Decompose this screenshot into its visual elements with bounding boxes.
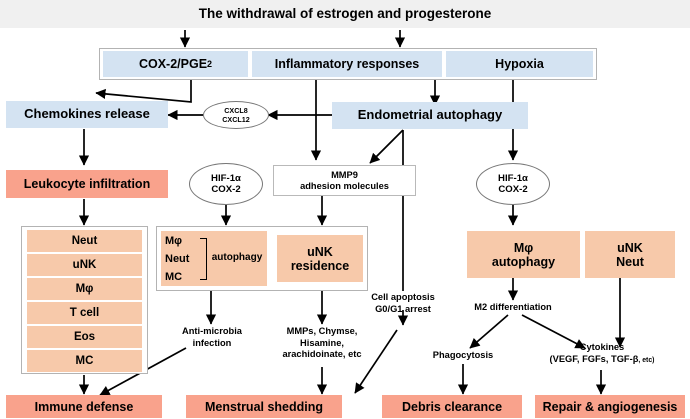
node-unk-residence: uNK residence (277, 235, 363, 282)
node-unk-neut: uNK Neut (585, 231, 675, 278)
cell-list-item: T cell (27, 302, 142, 324)
unk-neut-line1: uNK (617, 240, 643, 255)
autophagy-cell-block (161, 231, 267, 286)
diagram-title: The withdrawal of estrogen and progester… (198, 6, 492, 22)
cox2-left-label: COX-2 (211, 184, 241, 195)
apoptosis-line2: G0/G1 arrest (375, 303, 431, 314)
node-endometrial-autophagy: Endometrial autophagy (332, 102, 528, 129)
cox2-subscript: 2 (207, 58, 213, 69)
cxcl12-label: CXCL12 (222, 115, 250, 124)
outcome-box: Menstrual shedding (186, 395, 342, 418)
node-cxcl-ellipse: CXCL8 CXCL12 (203, 101, 269, 129)
node-hif1a-cox2-right: HIF-1α COX-2 (476, 163, 550, 205)
annotation-m2-differentiation: M2 differentiation (474, 302, 552, 312)
hypoxia-label: Hypoxia (495, 57, 544, 71)
autophagy-cell-item: Neut (165, 253, 190, 265)
cytokines-line2-a: (VEGF, FGFs, TGF-β (549, 353, 639, 364)
mphi-autophagy-line1: Mφ (513, 240, 534, 255)
leukocyte-label: Leukocyte infiltration (23, 177, 151, 191)
outcome-box: Debris clearance (382, 395, 522, 418)
mphi-autophagy-line2: autophagy (491, 254, 556, 269)
hif1a-right-label: HIF-1α (498, 173, 528, 184)
cell-list-item-label: Neut (71, 234, 98, 247)
cell-list-item: MC (27, 350, 142, 372)
mediators-line2: Hisamine, (300, 337, 344, 348)
unk-residence-line1: uNK (307, 244, 333, 259)
cell-list-item: Neut (27, 230, 142, 252)
autophagy-bracket-label: autophagy (211, 252, 263, 263)
cytokines-line2-b: , etc) (638, 356, 655, 364)
cell-list-item-label: MC (75, 354, 94, 367)
cell-list-item-label: Eos (73, 330, 96, 343)
outcome-label: Debris clearance (401, 399, 503, 414)
annotation-cytokines: Cytokines (VEGF, FGFs, TGF-β, etc) (524, 342, 680, 365)
node-leukocyte-infiltration: Leukocyte infiltration (6, 170, 168, 198)
cell-list-item-label: uNK (72, 258, 97, 271)
mediators-line3: arachidoinate, etc (282, 349, 362, 360)
cytokines-line1: Cytokines (579, 342, 625, 352)
cell-list-item: Mφ (27, 278, 142, 300)
hif1a-left-label: HIF-1α (211, 173, 241, 184)
node-mphi-autophagy: Mφ autophagy (467, 231, 580, 278)
unk-residence-line2: residence (290, 258, 350, 273)
outcome-box: Repair & angiogenesis (535, 395, 685, 418)
annotation-phagocytosis: Phagocytosis (432, 350, 494, 360)
cox2-label: COX-2/PGE (138, 57, 208, 71)
node-chemokines-release: Chemokines release (6, 101, 168, 128)
annotation-anti-microbia: Anti-microbia infection (166, 326, 258, 349)
unk-neut-line2: Neut (616, 254, 644, 269)
anti-microbia-line2: infection (192, 337, 232, 348)
node-hif1a-cox2-left: HIF-1α COX-2 (189, 163, 263, 205)
inflammatory-label: Inflammatory responses (274, 57, 420, 71)
outcome-box: Immune defense (6, 395, 162, 418)
outcome-label: Immune defense (34, 399, 134, 414)
mmp9-label: MMP9 (331, 170, 358, 181)
endometrial-autophagy-label: Endometrial autophagy (357, 107, 503, 123)
cell-list-item: Eos (27, 326, 142, 348)
outcome-label: Menstrual shedding (204, 399, 324, 414)
node-hypoxia: Hypoxia (446, 51, 593, 77)
anti-microbia-line1: Anti-microbia (182, 326, 242, 336)
cell-list-item-label: Mφ (75, 282, 94, 295)
node-mmp9-adhesion: MMP9 adhesion molecules (273, 165, 416, 196)
adhesion-molecules-label: adhesion molecules (300, 180, 389, 191)
annotation-mediators: MMPs, Chymse, Hisamine, arachidoinate, e… (261, 326, 383, 361)
autophagy-cell-item: MC (165, 271, 183, 283)
cell-list-item-label: T cell (69, 306, 100, 319)
node-inflammatory-responses: Inflammatory responses (252, 51, 442, 77)
chemokines-label: Chemokines release (24, 106, 150, 122)
apoptosis-line1: Cell apoptosis (371, 292, 435, 302)
autophagy-bracket (200, 238, 207, 280)
cell-list-item: uNK (27, 254, 142, 276)
cox2-right-label: COX-2 (498, 184, 528, 195)
diagram-title-banner: The withdrawal of estrogen and progester… (0, 0, 690, 28)
cxcl8-label: CXCL8 (224, 106, 248, 115)
autophagy-cell-item: Mφ (165, 235, 183, 247)
outcome-label: Repair & angiogenesis (542, 399, 678, 414)
annotation-cell-apoptosis: Cell apoptosis G0/G1 arrest (348, 292, 458, 315)
mediators-line1: MMPs, Chymse, (286, 326, 358, 336)
